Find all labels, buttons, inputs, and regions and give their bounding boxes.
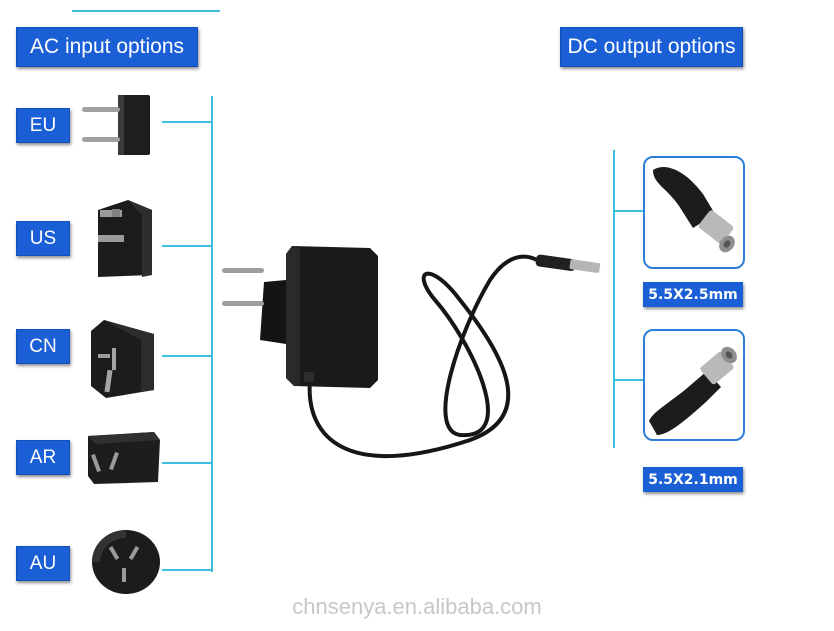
eu-plug-icon	[82, 95, 150, 155]
plug-label-au: AU	[16, 546, 70, 581]
top-divider	[72, 10, 220, 12]
plug-label-eu: EU	[16, 108, 70, 143]
ac-input-title: AC input options	[16, 27, 198, 67]
plug-label-us: US	[16, 221, 70, 256]
dc-plug-21-icon	[649, 346, 737, 435]
au-plug-icon	[92, 530, 160, 594]
dc-plug-21-frame	[643, 329, 745, 441]
plug-label-ar: AR	[16, 440, 70, 475]
dc-output-title: DC output options	[560, 27, 743, 67]
cn-plug-icon	[91, 320, 154, 398]
dc-plug-25-icon	[653, 167, 735, 253]
dc-size-label-21: 5.5X2.1mm	[643, 467, 743, 492]
power-adapter-image	[222, 246, 601, 458]
dc-plug-25-frame	[643, 156, 745, 269]
us-plug-icon	[98, 200, 152, 277]
dc-size-label-25: 5.5X2.5mm	[643, 282, 743, 307]
watermark-text: chnsenya.en.alibaba.com	[292, 594, 542, 619]
plug-label-cn: CN	[16, 329, 70, 364]
ar-plug-icon	[88, 432, 160, 484]
